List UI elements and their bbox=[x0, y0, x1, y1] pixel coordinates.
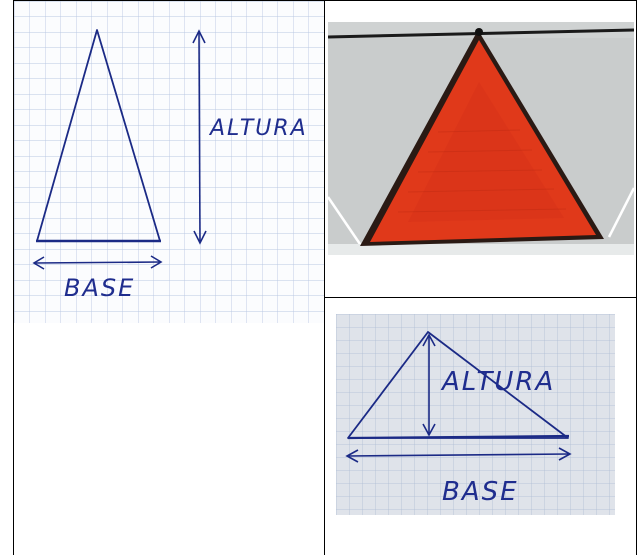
shelf-edge-right bbox=[607, 187, 634, 238]
grid-paper-drawing: ALTURA BASE bbox=[14, 1, 324, 323]
shelf-edge-left bbox=[328, 196, 364, 248]
grid-lines bbox=[336, 314, 615, 515]
sketch-tall-triangle: ALTURA BASE bbox=[14, 1, 324, 323]
sketch-wide-triangle: ALTURA BASE bbox=[336, 314, 615, 515]
base-arrow bbox=[32, 255, 163, 270]
base-arrow bbox=[345, 447, 572, 463]
reflector-ridges bbox=[397, 129, 567, 213]
height-label: ALTURA bbox=[208, 116, 308, 141]
height-arrow bbox=[422, 333, 436, 437]
row-divider bbox=[324, 297, 637, 298]
base-label: BASE bbox=[442, 477, 519, 507]
height-arrow bbox=[192, 29, 207, 245]
triangle-apex-knob bbox=[475, 28, 483, 36]
triangle-base-line bbox=[347, 434, 570, 440]
base-label: BASE bbox=[64, 274, 135, 302]
photo-red-triangle bbox=[328, 22, 634, 255]
grid-paper-drawing-2: ALTURA BASE bbox=[336, 314, 615, 515]
grid-lines bbox=[14, 1, 324, 323]
red-triangle-inner bbox=[408, 82, 564, 222]
height-label: ALTURA bbox=[440, 367, 555, 397]
red-triangle-photo bbox=[328, 22, 634, 255]
column-divider bbox=[324, 0, 325, 555]
table-frame bbox=[13, 0, 637, 555]
